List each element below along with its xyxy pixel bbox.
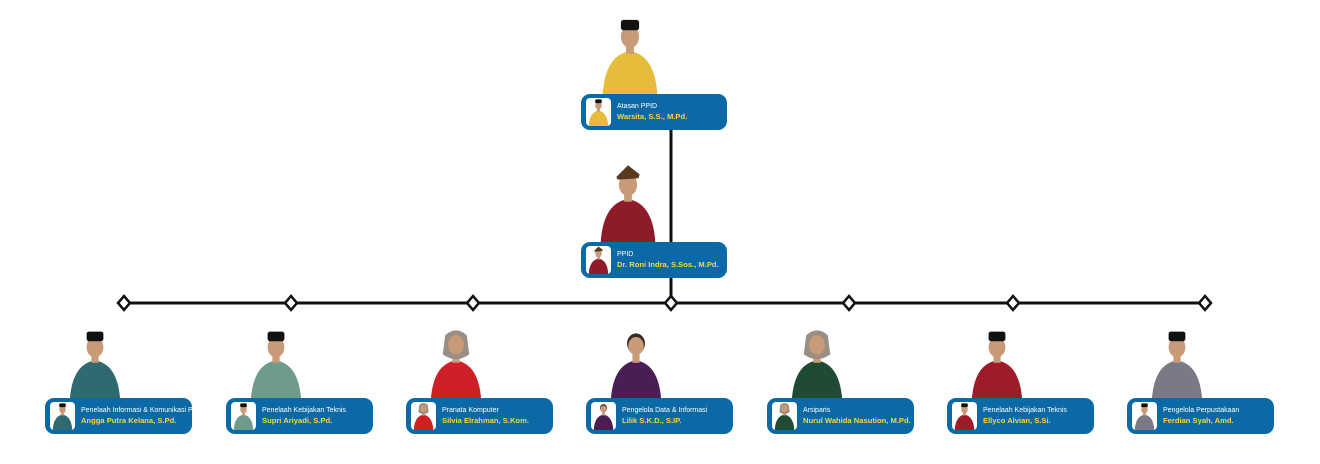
- staff-3-name: Silvia Elrahman, S.Kom.: [442, 415, 529, 425]
- staff-1-name: Angga Putra Kelana, S.Pd.: [81, 415, 177, 425]
- staff-7-avatar: [1132, 402, 1157, 430]
- staff-7-role: Pengelola Perpustakaan: [1163, 406, 1240, 414]
- staff-2-portrait: [246, 320, 306, 400]
- staff-4-avatar: [591, 402, 616, 430]
- staff-7-name: Ferdian Syah, Amd.: [1163, 415, 1234, 425]
- staff-5-name: Nurul Wahida Nasution, M.Pd.: [803, 415, 911, 425]
- ppid-avatar: [586, 246, 611, 274]
- staff-3-avatar: [411, 402, 436, 430]
- head-avatar: [586, 98, 611, 126]
- staff-5-role: Arsiparis: [803, 406, 831, 414]
- staff-6-name: Ellyco Alvian, S.Si.: [983, 415, 1051, 425]
- junction-diamond-7: [1197, 294, 1213, 312]
- staff-5-avatar: [772, 402, 797, 430]
- junction-diamond-5: [841, 294, 857, 312]
- head-name: Warsita, S.S., M.Pd.: [617, 111, 688, 121]
- staff-4-name: Lilik S.K.D., S.IP.: [622, 415, 682, 425]
- staff-1-portrait: [65, 320, 125, 400]
- staff-7-portrait: [1147, 320, 1207, 400]
- staff-1-role: Penelaah Informasi & Komunikasi Publik: [81, 406, 208, 414]
- staff-4-portrait: [606, 320, 666, 400]
- junction-diamond-2: [283, 294, 299, 312]
- ppid-portrait: [594, 164, 662, 242]
- staff-6-avatar: [952, 402, 977, 430]
- staff-2-name: Supri Ariyadi, S.Pd.: [262, 415, 333, 425]
- staff-1-avatar: [50, 402, 75, 430]
- junction-diamond-3: [465, 294, 481, 312]
- staff-6-role: Penelaah Kebijakan Teknis: [983, 406, 1067, 414]
- junction-diamond-6: [1005, 294, 1021, 312]
- staff-3-role: Pranata Komputer: [442, 406, 499, 414]
- junction-diamond-1: [116, 294, 132, 312]
- staff-3-portrait: [426, 320, 486, 400]
- ppid-name: Dr. Roni Indra, S.Sos., M.Pd.: [617, 259, 719, 269]
- staff-2-role: Penelaah Kebijakan Teknis: [262, 406, 346, 414]
- head-role: Atasan PPID: [617, 102, 658, 110]
- junction-diamond-4: [663, 294, 679, 312]
- staff-2-avatar: [231, 402, 256, 430]
- staff-5-portrait: [787, 320, 847, 400]
- ppid-role: PPID: [617, 250, 634, 258]
- staff-4-role: Pengelola Data & Informasi: [622, 406, 708, 414]
- head-portrait: [596, 16, 664, 94]
- staff-6-portrait: [967, 320, 1027, 400]
